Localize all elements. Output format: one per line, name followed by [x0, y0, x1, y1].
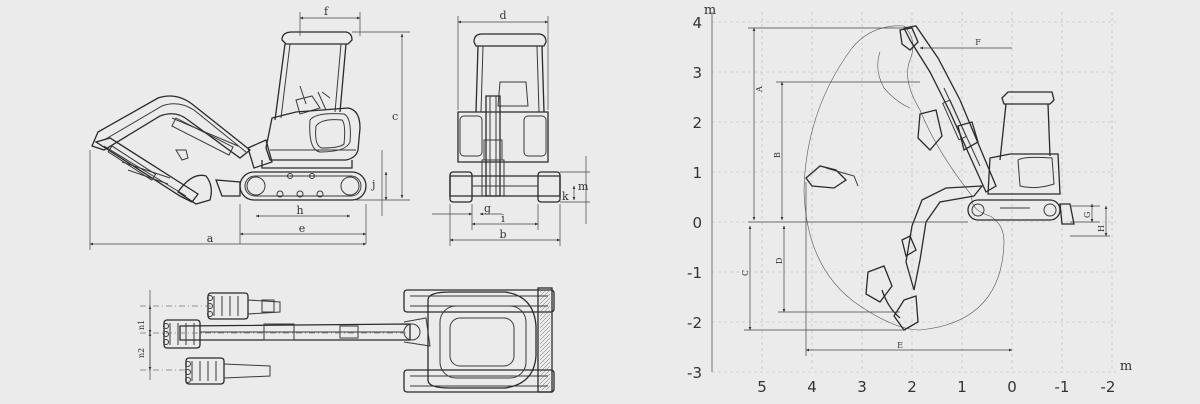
dim-label-h: h — [296, 204, 303, 217]
x-tick-label: -1 — [1055, 378, 1070, 396]
dim-label-e: e — [299, 222, 306, 235]
working-range-boom-raised — [903, 25, 997, 193]
dim-label-b: b — [499, 228, 506, 241]
x-tick-label: 2 — [907, 378, 917, 396]
dim-label-k: k — [562, 190, 569, 203]
x-tick-label: 5 — [757, 378, 767, 396]
working-range-grid — [711, 12, 1116, 373]
side-idler-wheel — [246, 176, 266, 196]
dim-label-g: g — [484, 202, 491, 215]
top-blade — [537, 287, 553, 393]
dim-label-a: a — [207, 232, 214, 245]
side-view-drawing: f c j h e a — [89, 5, 410, 250]
front-track-left — [449, 171, 473, 203]
top-cab — [439, 305, 527, 379]
working-range-track — [967, 199, 1061, 221]
top-dimensions — [140, 290, 410, 380]
y-tick-label: 4 — [692, 14, 702, 32]
side-bucket — [177, 174, 212, 205]
x-tick-label: 3 — [857, 378, 867, 396]
dim-label-i: i — [501, 212, 505, 225]
dim-label-c: c — [392, 110, 398, 123]
top-view-drawing: n1 n2 — [137, 287, 555, 393]
side-boom-cylinder — [171, 117, 234, 156]
dim-label-m: m — [578, 180, 589, 193]
front-canopy — [473, 33, 547, 47]
bucket-deep — [893, 295, 919, 331]
front-body — [457, 111, 549, 163]
y-tick-label: -3 — [687, 364, 702, 382]
x-tick-label: 0 — [1007, 378, 1017, 396]
side-body — [265, 107, 361, 161]
dim-label-j: j — [370, 178, 375, 191]
range-label-A: A — [755, 86, 764, 93]
bucket-mid — [865, 265, 893, 303]
reach-envelope — [803, 25, 1005, 331]
top-track-upper — [403, 289, 555, 313]
side-sprocket-wheel — [340, 176, 360, 196]
side-canopy-rear-post — [274, 43, 286, 121]
side-dozer-blade — [215, 179, 241, 197]
dim-label-n2: n2 — [137, 348, 146, 358]
range-label-F: F — [975, 38, 981, 47]
side-arm-cylinder — [107, 145, 157, 181]
range-label-D: D — [775, 258, 784, 264]
x-tick-label: -2 — [1101, 378, 1116, 396]
top-upper-structure — [427, 291, 537, 389]
bucket-max-reach — [805, 165, 848, 189]
y-tick-label: -1 — [687, 264, 702, 282]
side-canopy — [281, 31, 353, 45]
range-label-C: C — [741, 270, 750, 276]
y-axis-unit: m — [704, 3, 716, 18]
x-tick-label: 1 — [957, 378, 967, 396]
y-axis-ticks: 4 3 2 1 0 -1 -2 -3 — [687, 14, 702, 382]
side-arm — [94, 137, 199, 203]
side-engine-cover — [309, 113, 351, 153]
top-bucket-upper — [207, 292, 281, 320]
top-track-lower — [403, 369, 555, 393]
range-label-H: H — [1097, 225, 1106, 232]
y-tick-label: 2 — [692, 114, 702, 132]
working-range-dimensions — [744, 27, 1110, 356]
y-tick-label: 0 — [692, 214, 702, 232]
front-dimensions — [432, 16, 590, 246]
dim-label-d: d — [499, 9, 506, 22]
working-range-diagram: A B C D E F G H 4 3 2 1 0 -1 -2 -3 5 4 3… — [687, 3, 1132, 396]
y-tick-label: -2 — [687, 314, 702, 332]
bucket-upper — [917, 109, 943, 151]
x-tick-label: 4 — [807, 378, 817, 396]
working-range-machine — [805, 25, 1075, 331]
side-boom — [91, 95, 252, 159]
x-axis-unit: m — [1120, 359, 1132, 374]
dim-label-f: f — [324, 5, 329, 18]
side-canopy-front-post — [339, 43, 347, 113]
y-tick-label: 3 — [692, 64, 702, 82]
front-view-drawing: d g i b k m — [432, 9, 590, 246]
working-range-arm-lowered — [905, 185, 984, 291]
range-label-B: B — [773, 152, 782, 158]
top-bucket-lower — [185, 357, 271, 385]
dim-label-n1: n1 — [137, 320, 146, 330]
top-bucket-center — [163, 319, 201, 349]
y-tick-label: 1 — [692, 164, 702, 182]
front-boom — [485, 95, 501, 197]
x-axis-ticks: 5 4 3 2 1 0 -1 -2 — [757, 378, 1115, 396]
range-label-E: E — [897, 341, 903, 350]
front-track-right — [537, 171, 561, 203]
side-dimensions — [89, 12, 410, 250]
range-label-G: G — [1083, 212, 1092, 218]
